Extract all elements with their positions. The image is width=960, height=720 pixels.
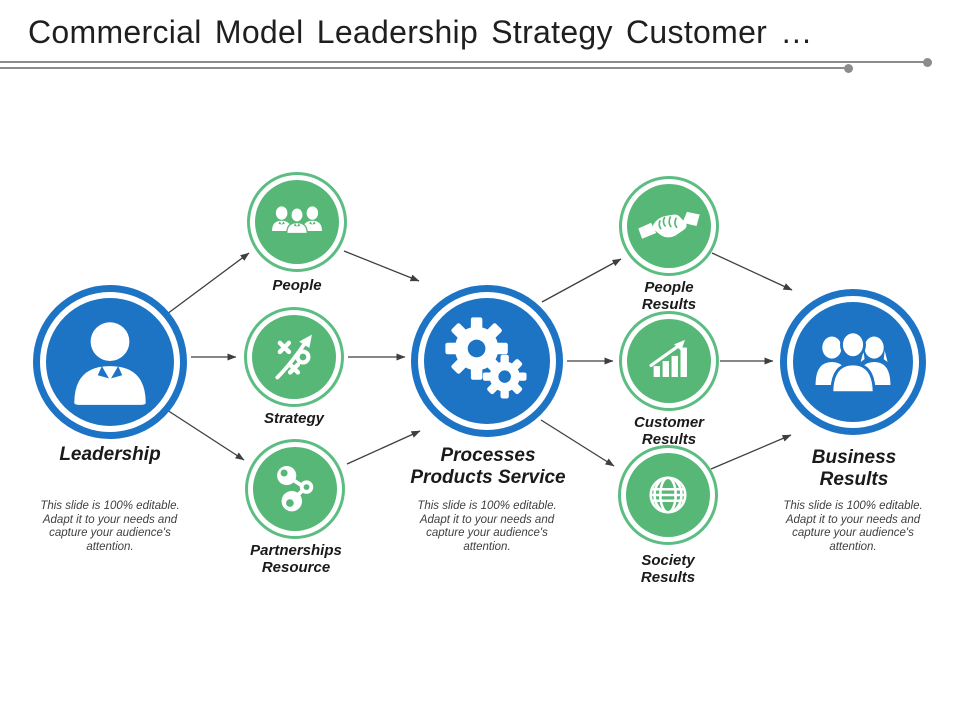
molecule-network-icon: [277, 465, 314, 512]
label-customer-results: Customer Results: [633, 414, 704, 448]
editable-note-business: This slide is 100% editable. Adapt it to…: [783, 500, 923, 553]
team-icon: [272, 206, 322, 235]
society-results-disc: [626, 453, 710, 537]
business-results-disc: [793, 302, 913, 422]
leadership-disc: [46, 298, 174, 426]
arrow-processes-people-results: [541, 258, 622, 303]
label-society-results: Society Results: [640, 552, 696, 586]
title-underline-bottom: [0, 67, 844, 69]
arrow-people-processes: [343, 250, 420, 282]
people-results-disc: [627, 184, 711, 268]
editable-note-processes: This slide is 100% editable. Adapt it to…: [417, 500, 557, 553]
underline-end-dot: [923, 58, 932, 67]
label-people-results: People Results: [641, 279, 697, 313]
arrow-society-results-business: [710, 434, 792, 470]
slide-title: Commercial Model Leadership Strategy Cus…: [28, 14, 813, 50]
strategy-tactics-icon: [275, 334, 312, 380]
growth-chart-icon: [649, 339, 687, 377]
arrow-leadership-partnerships: [166, 409, 245, 461]
people-group-icon: [815, 330, 891, 395]
partnerships-disc: [253, 447, 337, 531]
node-processes-products-service: [411, 285, 563, 437]
node-leadership: [33, 285, 187, 439]
label-partnerships-resource: Partnerships Resource: [250, 542, 342, 576]
node-people: [247, 172, 347, 272]
gears-icon: [445, 317, 527, 399]
strategy-disc: [252, 315, 336, 399]
label-people: People: [272, 277, 322, 294]
arrow-leadership-people: [166, 252, 250, 315]
node-partnerships-resource: [245, 439, 345, 539]
arrow-processes-society-results: [540, 419, 615, 467]
editable-note-leadership: This slide is 100% editable. Adapt it to…: [40, 500, 180, 553]
label-processes-products-service: Processes Products Service: [410, 445, 566, 488]
arrow-people-results-business: [711, 252, 793, 291]
label-leadership: Leadership: [59, 444, 161, 465]
title-underline-top: [0, 61, 924, 63]
node-customer-results: [619, 311, 719, 411]
globe-icon: [649, 476, 687, 514]
node-business-results: [780, 289, 926, 435]
people-disc: [255, 180, 339, 264]
label-business-results: Business Results: [811, 447, 897, 490]
businessman-icon: [74, 322, 146, 405]
processes-disc: [424, 298, 550, 424]
customer-results-disc: [627, 319, 711, 403]
node-society-results: [618, 445, 718, 545]
arrow-partnerships-processes: [346, 430, 421, 465]
label-strategy: Strategy: [263, 410, 325, 427]
node-strategy: [244, 307, 344, 407]
handshake-icon: [638, 211, 700, 239]
node-people-results: [619, 176, 719, 276]
underline-end-dot: [844, 64, 853, 73]
